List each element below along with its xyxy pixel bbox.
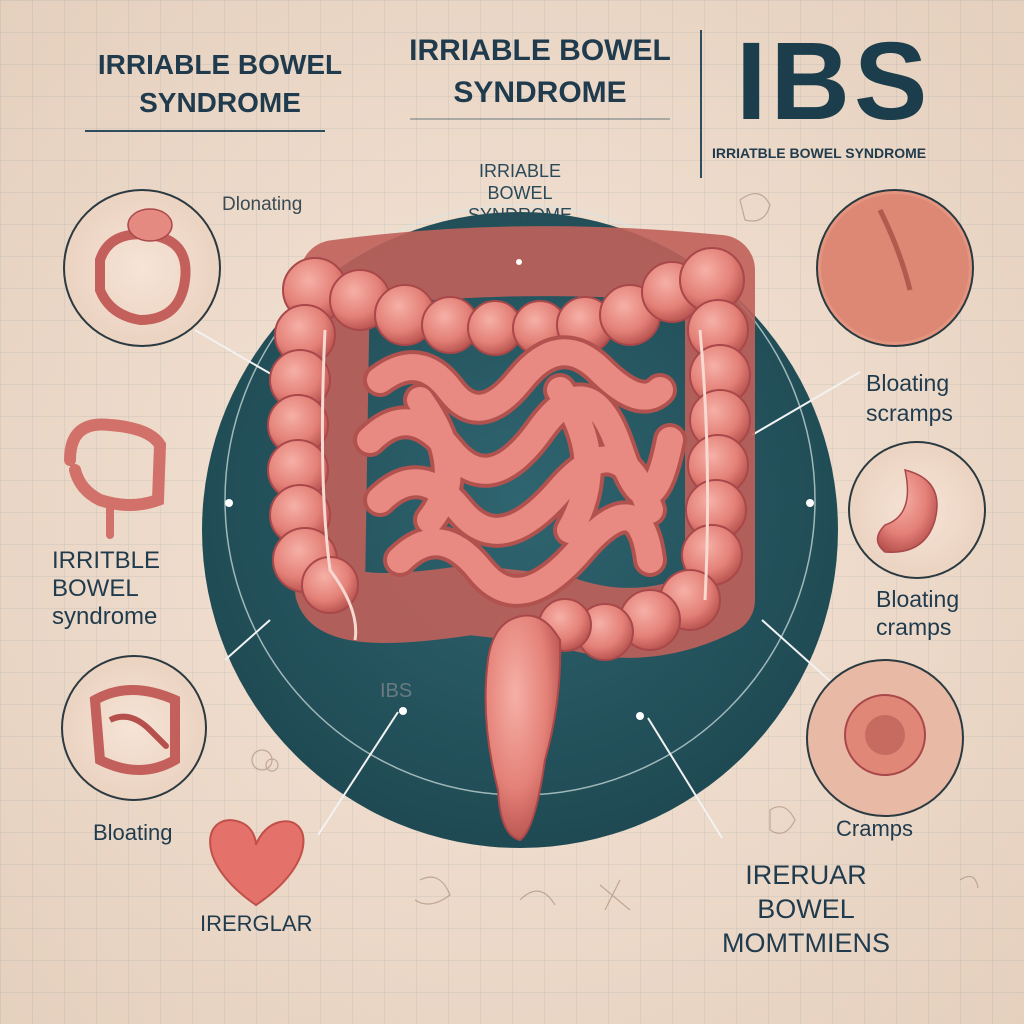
label-top-left: Dlonating (222, 194, 303, 215)
title-middle: IRRIABLE BOWEL SYNDROME (409, 34, 671, 109)
label-left-mid: IRRITBLE BOWEL syndrome (52, 547, 161, 630)
center-circle-label: IRRIABLE BOWEL SYNDROME (467, 161, 572, 225)
inset-bottom-left (61, 655, 207, 801)
label-heart: IRERGLAR (200, 911, 313, 936)
label-bottom-right: Cramps (836, 816, 914, 841)
inset-right-mid (848, 441, 986, 579)
rectum (484, 614, 562, 842)
inset-top-right (816, 189, 974, 347)
title-left: IRRIABLE BOWEL SYNDROME (97, 49, 343, 118)
appendix-line (320, 329, 358, 641)
colon-haustra (267, 247, 751, 661)
label-bottom-center: IRERUAR BOWEL MOMTMIENS (722, 860, 890, 958)
label-circle-small: IBS (380, 680, 413, 702)
heart-icon (209, 819, 305, 907)
rule-mid (410, 118, 670, 120)
inset-bottom-right (806, 659, 964, 817)
label-right-upper: Bloating scramps (866, 370, 953, 426)
descending-line (698, 329, 710, 601)
label-bottom-left: Bloating (93, 820, 173, 845)
inset-top-left (63, 189, 221, 347)
rule-vertical (700, 30, 702, 178)
title-ibs: IBS (736, 20, 932, 143)
markers (225, 259, 814, 720)
label-right-mid: Bloating cramps (876, 586, 960, 640)
faint-sketches (251, 193, 979, 911)
left-colon-sketch (64, 418, 167, 539)
rule-left (85, 130, 325, 132)
title-ibs-subtitle: IRRIATBLE BOWEL SYNDROME (712, 145, 927, 161)
small-intestine (353, 335, 687, 608)
